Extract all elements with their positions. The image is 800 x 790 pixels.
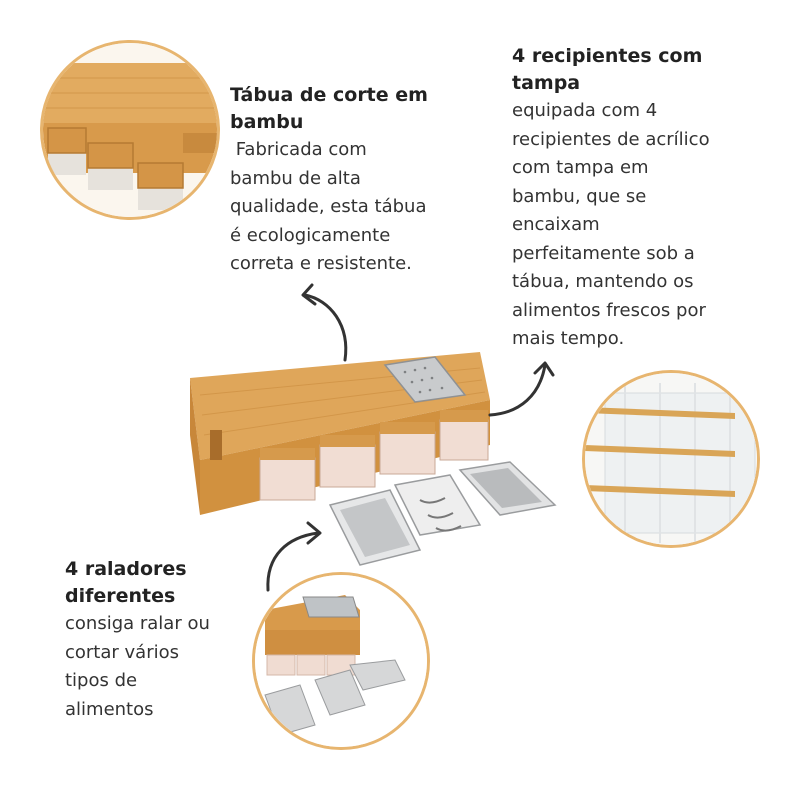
curved-arrow-icon	[301, 283, 348, 362]
curved-arrow-icon	[266, 521, 322, 592]
line: equipada com 4	[512, 100, 658, 121]
feature-containers-text: 4 recipientes com tampa equipada com 4 r…	[512, 43, 772, 354]
line: alimentos frescos por	[512, 299, 706, 321]
line: Fabricada com	[230, 139, 367, 160]
product-main-photo	[180, 340, 570, 580]
line: com tampa em	[512, 157, 649, 178]
feature-graters-heading: 4 raladores diferentes	[65, 558, 187, 607]
line: cortar vários	[65, 641, 179, 663]
line: correta e resistente.	[230, 253, 412, 274]
line: bambu, que se	[512, 185, 647, 207]
line: encaixam	[512, 214, 600, 235]
graters-closeup-photo	[252, 572, 430, 750]
feature-graters-description: consiga ralar ou cortar vários tipos de …	[65, 610, 255, 724]
line: qualidade, esta tábua	[230, 196, 427, 217]
line: tábua, mantendo os	[512, 271, 694, 292]
feature-graters-text: 4 raladores diferentes consiga ralar ou …	[65, 556, 255, 724]
feature-board-description: Fabricada com bambu de alta qualidade, e…	[230, 136, 470, 279]
line: bambu de alta	[230, 167, 361, 189]
line: é ecologicamente	[230, 224, 391, 246]
line: mais tempo.	[512, 328, 625, 349]
line: alimentos	[65, 698, 154, 720]
line: perfeitamente sob a	[512, 242, 695, 264]
line: tipos de	[65, 670, 138, 691]
curved-arrow-icon	[488, 361, 555, 417]
feature-containers-heading: 4 recipientes com tampa	[512, 45, 703, 94]
feature-containers-description: equipada com 4 recipientes de acrílico c…	[512, 97, 772, 354]
board-closeup-photo	[40, 40, 220, 220]
feature-board-heading: Tábua de corte em bambu	[230, 84, 428, 133]
line: recipientes de acrílico	[512, 128, 710, 150]
line: consiga ralar ou	[65, 613, 210, 634]
feature-board-text: Tábua de corte em bambu Fabricada com ba…	[230, 82, 470, 279]
containers-closeup-photo	[582, 370, 760, 548]
